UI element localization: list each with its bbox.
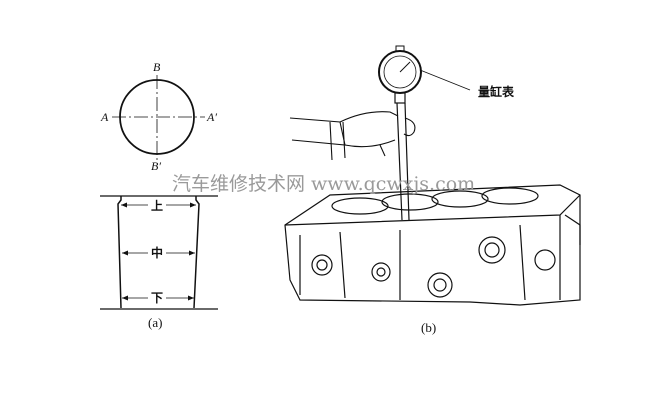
label-a-prime: A′	[206, 110, 217, 124]
position-middle: 中	[151, 245, 163, 260]
cylinder-top-view: A A′ B B′	[100, 60, 217, 173]
position-top: 上	[151, 198, 163, 213]
caption-a: (a)	[148, 315, 162, 330]
cylinder-bore-gauge	[378, 45, 471, 221]
hand-illustration	[289, 111, 416, 161]
cylinder-section-view: 上 中 下 (a)	[100, 195, 218, 330]
gauge-label: 量缸表	[478, 84, 515, 99]
label-b-prime: B′	[151, 159, 161, 173]
engine-block-illustration	[284, 184, 581, 306]
watermark: 汽车维修技术网 www.qcwxjs.com	[172, 173, 475, 195]
position-bottom: 下	[151, 291, 163, 305]
label-a: A	[100, 110, 109, 124]
caption-b: (b)	[421, 320, 436, 335]
label-b: B	[153, 60, 161, 74]
